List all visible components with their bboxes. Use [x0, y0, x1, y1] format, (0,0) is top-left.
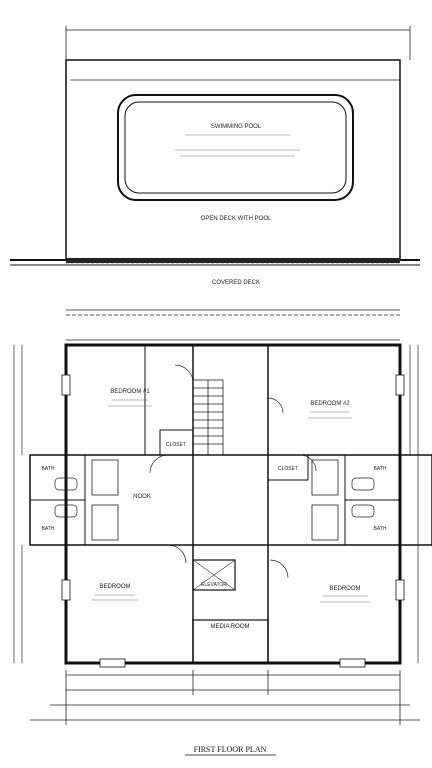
bath-left-bottom-label: BATH: [42, 526, 55, 532]
bedroom-right-top-label: BEDROOM #2: [310, 401, 350, 407]
staircase: [192, 379, 224, 456]
right-tub-column: [311, 459, 339, 541]
top-dimension-lines: [65, 26, 411, 81]
elevator-label: ELEVATOR: [201, 582, 227, 588]
media-room-label: MEDIA ROOM: [210, 624, 249, 630]
swimming-pool-label: SWIMMING POOL: [211, 124, 262, 130]
covered-deck-label: COVERED DECK: [212, 280, 260, 286]
windows: [61, 374, 405, 668]
side-dimension-lines: [13, 345, 419, 663]
closet-left: CLOSET: [159, 429, 194, 456]
swimming-pool: SWIMMING POOL: [117, 94, 354, 201]
closet-left-label: CLOSET: [166, 442, 186, 448]
left-tub-column: [91, 459, 119, 541]
nook-label: NOOK: [133, 494, 151, 500]
open-deck-label: OPEN DECK WITH POOL: [201, 216, 272, 222]
bath-left-bottom: BATH: [29, 499, 86, 546]
covered-deck-beams: [66, 309, 400, 341]
deck-beam-band: [66, 258, 400, 264]
closet-right-label: CLOSET: [278, 466, 298, 472]
plan-title: FIRST FLOOR PLAN: [194, 745, 267, 754]
elevator: ELEVATOR: [192, 559, 236, 591]
media-room: MEDIA ROOM: [192, 619, 269, 664]
bath-left-top-label: BATH: [42, 466, 55, 472]
closet-right: CLOSET: [267, 454, 309, 481]
bedroom-left-top-label: BEDROOM #1: [110, 389, 150, 395]
bedroom-right-bottom-label: BEDROOM: [329, 586, 360, 592]
bath-right-bottom-label: BATH: [374, 526, 387, 532]
bedroom-left-bottom-label: BEDROOM: [99, 584, 130, 590]
bath-right-bottom: BATH: [344, 499, 401, 546]
bottom-dimension-lines: [30, 670, 420, 725]
bath-right-top-label: BATH: [374, 466, 387, 472]
